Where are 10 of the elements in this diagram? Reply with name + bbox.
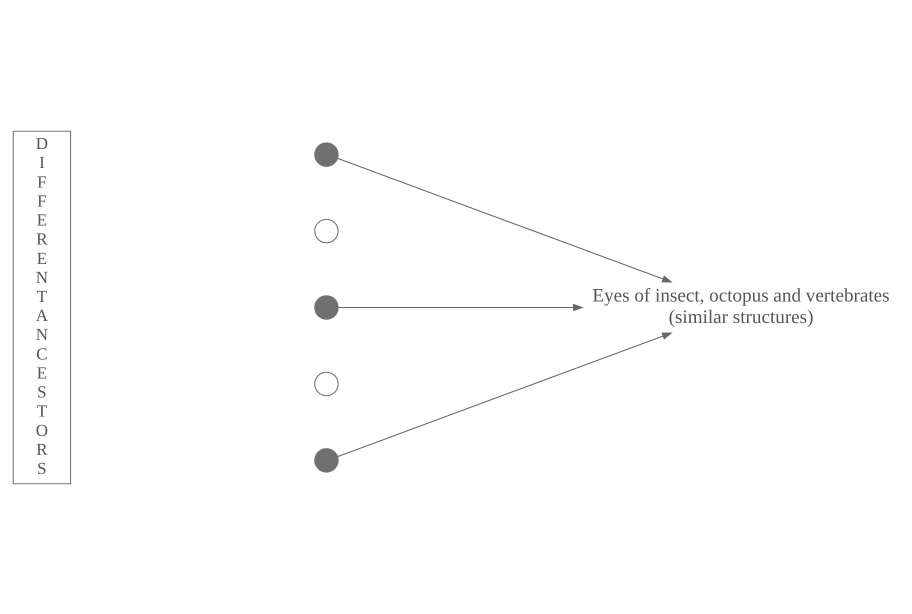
node-dot <box>314 448 338 472</box>
arrow <box>338 303 584 311</box>
node-circle <box>314 371 338 396</box>
node-circle <box>314 218 338 243</box>
node-dot <box>314 142 338 166</box>
node-box: DIFFERENT ANCESTORS <box>12 130 71 484</box>
arrow <box>337 332 672 457</box>
node-dot <box>314 294 338 320</box>
node-text: Eyes of insect, octopus and vertebrates (similar structures) <box>592 285 890 328</box>
arrow <box>337 157 672 282</box>
